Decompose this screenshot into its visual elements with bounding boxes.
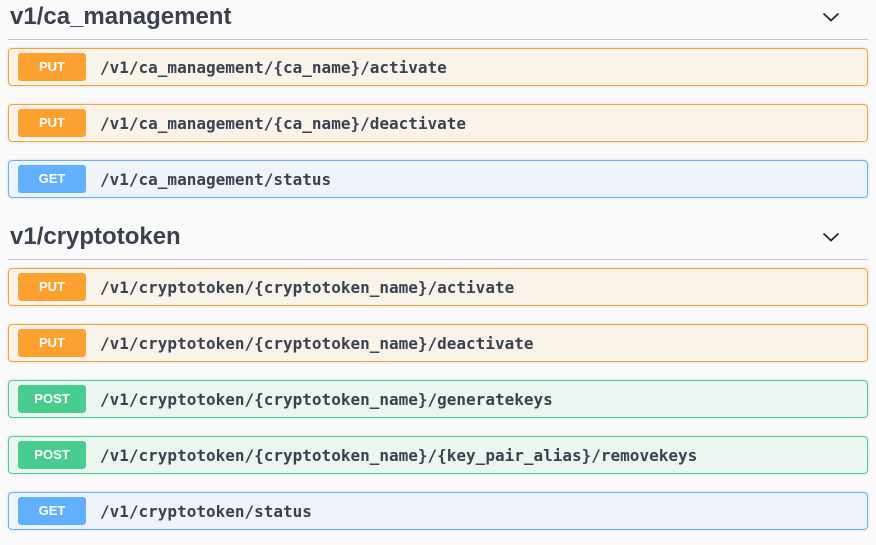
operation-path: /v1/ca_management/{ca_name}/deactivate: [100, 113, 467, 133]
operation-list: PUT /v1/ca_management/{ca_name}/activate…: [8, 40, 868, 198]
operation-list: PUT /v1/cryptotoken/{cryptotoken_name}/a…: [8, 260, 868, 530]
api-tag-section: v1/ca_management PUT /v1/ca_management/{…: [8, 0, 868, 198]
operation-row[interactable]: PUT /v1/ca_management/{ca_name}/deactiva…: [8, 104, 868, 142]
operation-row[interactable]: PUT /v1/cryptotoken/{cryptotoken_name}/d…: [8, 324, 868, 362]
http-method-badge: POST: [18, 441, 86, 469]
tag-section-title: v1/cryptotoken: [10, 223, 181, 250]
http-method-badge: PUT: [18, 329, 86, 357]
operation-path: /v1/cryptotoken/{cryptotoken_name}/gener…: [100, 389, 553, 409]
operation-row[interactable]: GET /v1/ca_management/status: [8, 160, 868, 198]
operation-row[interactable]: POST /v1/cryptotoken/{cryptotoken_name}/…: [8, 380, 868, 418]
api-tag-section: v1/cryptotoken PUT /v1/cryptotoken/{cryp…: [8, 216, 868, 530]
http-method-badge: PUT: [18, 273, 86, 301]
operation-row[interactable]: POST /v1/cryptotoken/{cryptotoken_name}/…: [8, 436, 868, 474]
http-method-badge: PUT: [18, 53, 86, 81]
operation-path: /v1/ca_management/status: [100, 169, 332, 189]
operation-path: /v1/cryptotoken/{cryptotoken_name}/{key_…: [100, 445, 698, 465]
tag-section-header[interactable]: v1/ca_management: [8, 0, 868, 40]
http-method-badge: GET: [18, 165, 86, 193]
http-method-badge: POST: [18, 385, 86, 413]
api-sections: v1/ca_management PUT /v1/ca_management/{…: [8, 0, 868, 530]
collapse-section-button[interactable]: [821, 227, 841, 247]
http-method-badge: GET: [18, 497, 86, 525]
operation-path: /v1/cryptotoken/status: [100, 501, 312, 521]
operation-row[interactable]: PUT /v1/cryptotoken/{cryptotoken_name}/a…: [8, 268, 868, 306]
operation-path: /v1/ca_management/{ca_name}/activate: [100, 57, 447, 77]
chevron-down-icon: [821, 7, 841, 27]
tag-section-header[interactable]: v1/cryptotoken: [8, 216, 868, 260]
collapse-section-button[interactable]: [821, 7, 841, 27]
tag-section-title: v1/ca_management: [10, 3, 232, 30]
http-method-badge: PUT: [18, 109, 86, 137]
operation-row[interactable]: PUT /v1/ca_management/{ca_name}/activate: [8, 48, 868, 86]
operation-path: /v1/cryptotoken/{cryptotoken_name}/activ…: [100, 277, 515, 297]
chevron-down-icon: [821, 227, 841, 247]
operation-row[interactable]: GET /v1/cryptotoken/status: [8, 492, 868, 530]
operation-path: /v1/cryptotoken/{cryptotoken_name}/deact…: [100, 333, 534, 353]
